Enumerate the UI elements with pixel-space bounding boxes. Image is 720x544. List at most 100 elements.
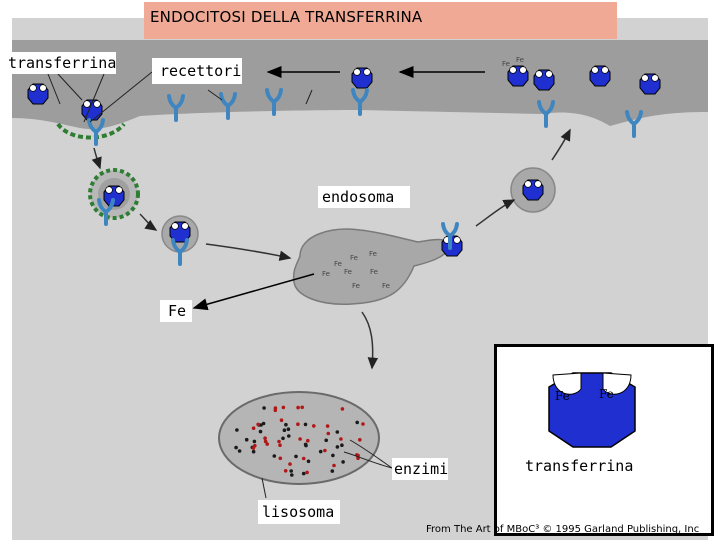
clathrin-coat [56,122,126,140]
enzyme-dot [290,473,294,477]
enzyme-dot [278,443,282,448]
enzyme-dot [339,437,343,441]
enzyme-dot [283,469,288,473]
enzyme-dot [284,422,288,427]
svg-text:Fe: Fe [370,268,378,276]
enzyme-dot [262,406,266,410]
enzyme-dot [296,405,300,410]
enzyme-dot [303,442,308,447]
enzyme-dot [305,470,309,475]
receptor-y-shape [625,110,643,138]
arrow-pit-to-vesicle [91,147,102,170]
arrow-to-recycling [475,199,516,227]
enzyme-dot [306,438,310,443]
enzyme-dot [301,471,306,476]
transferrin-molecule [103,185,125,207]
arrow-vesicle-to-uncoated [139,213,158,231]
receptor-y-shape [537,100,555,128]
enzyme-dot [326,431,331,436]
enzyme-dot [355,420,360,425]
enzyme-dot [286,427,291,432]
transferrin-molecule [639,73,661,95]
transferrin-molecule [169,221,191,243]
page-title: ENDOCITOSI DELLA TRANSFERRINA [150,8,423,26]
svg-text:Fe: Fe [369,250,377,258]
enzyme-dot [261,421,266,426]
svg-text:Fe: Fe [382,282,390,290]
receptor-y-shape [87,118,105,146]
enzyme-dot [318,449,323,454]
enzyme-dot [251,449,256,454]
label-fe: Fe [168,302,187,320]
legend-caption: transferrina [525,457,634,475]
enzyme-dot [301,456,306,461]
enzyme-dot [340,443,344,448]
enzyme-dot [323,448,327,453]
transferrin-molecule [533,69,555,91]
lysosome-enzymes [234,405,365,477]
enzyme-dot [358,438,362,442]
enzyme-dot [288,462,292,466]
receptor-y-shape [97,198,115,226]
enzyme-dot [287,434,291,438]
enzyme-dot [279,418,284,423]
enzyme-dot [235,428,239,432]
enzyme-dot [263,436,267,441]
transferrin-molecule [27,83,49,105]
enzyme-dot [253,443,257,448]
enzyme-dot [252,439,257,444]
enzyme-dot [263,439,268,444]
enzyme-dot [273,406,278,410]
svg-text:Fe: Fe [352,282,360,290]
enzyme-dot [303,422,308,427]
enzyme-dot [306,459,311,464]
receptor-y-shape [265,88,283,116]
enzyme-dot [281,405,286,410]
label-recettori: recettori [160,62,242,80]
enzyme-dot [251,426,256,431]
transferrin-molecule [351,67,373,89]
enzyme-dot [282,428,287,433]
enzyme-dot [258,429,263,434]
enzyme-dot [331,453,335,458]
enzyme-dot [298,437,302,441]
svg-text:Fe: Fe [334,260,342,268]
enzyme-dot [325,424,330,428]
enzyme-dot [234,445,238,450]
endosome [292,228,453,305]
legend-drawing [548,372,636,448]
label-endosoma: endosoma [322,188,395,206]
arrow-to-lysosome [361,311,379,370]
receptor-y-shape [167,94,185,122]
transferrin-molecules [27,65,661,257]
svg-text:Fe: Fe [344,268,352,276]
receptor-shapes [87,88,643,266]
svg-text:Fe: Fe [516,56,524,64]
enzyme-dot [265,442,270,446]
receptor-y-shape [441,222,459,250]
enzyme-dot [330,469,335,473]
svg-text:Fe: Fe [502,60,510,68]
enzyme-dot [244,437,249,442]
arrow-to-endosome [205,243,292,261]
legend-fe-right: Fe [599,387,614,401]
enzyme-dot [361,422,365,426]
label-transferrina: transferrina [8,54,117,72]
title-banner [144,2,617,39]
enzyme-dot [277,439,281,444]
enzyme-dot [324,438,329,443]
enzyme-dot [256,422,260,427]
transferrin-molecule [589,65,611,87]
enzyme-dot [237,449,242,453]
enzyme-dot [278,456,283,461]
enzyme-dot [340,407,345,411]
enzyme-dot [281,436,285,441]
enzyme-dot [296,422,300,427]
legend-fe-left: Fe [555,389,570,403]
receptor-y-shape [171,238,189,266]
svg-text:Fe: Fe [350,254,358,262]
enzyme-dot [332,463,336,468]
arrow-to-membrane [551,128,571,161]
